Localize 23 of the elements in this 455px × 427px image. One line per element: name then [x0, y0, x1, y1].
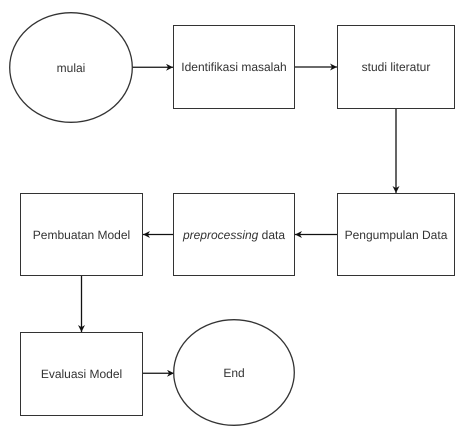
arrow	[295, 231, 337, 238]
arrow	[295, 64, 337, 70]
arrow	[392, 109, 400, 193]
arrow	[78, 276, 85, 332]
process-box	[173, 25, 295, 109]
node-label: studi literatur	[360, 60, 432, 74]
arrow	[132, 64, 173, 71]
process-box	[20, 332, 143, 416]
node-label: Identifikasi masalah	[180, 60, 288, 74]
node-label: Pembuatan Model	[32, 228, 132, 242]
process-box	[337, 25, 455, 109]
terminal-ellipse	[173, 319, 295, 426]
node-label: mulai	[56, 60, 86, 74]
arrow	[143, 231, 173, 238]
node-label: Pengumpulan Data	[344, 228, 448, 242]
node-label: Evaluasi Model	[40, 367, 124, 381]
node-label: End	[222, 366, 246, 380]
arrow	[143, 370, 174, 377]
process-box	[337, 193, 455, 276]
process-box	[173, 193, 295, 276]
terminal-ellipse	[9, 12, 133, 123]
process-box	[20, 193, 143, 276]
node-label: preprocessing data	[182, 228, 286, 242]
